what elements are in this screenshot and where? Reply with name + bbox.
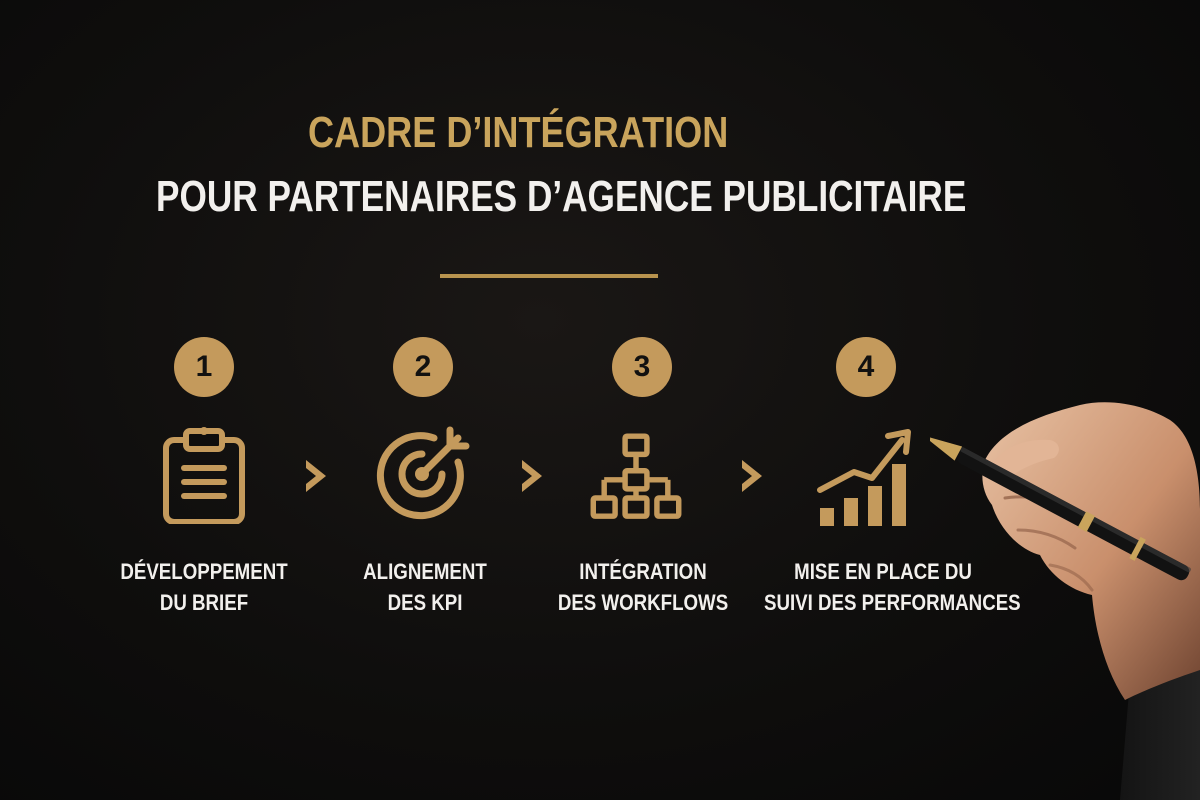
step-3-label-line-2: DES WORKFLOWS xyxy=(557,590,729,615)
step-4-label-line-1: MISE EN PLACE DU xyxy=(794,559,972,584)
step-3-label: INTÉGRATION DES WORKFLOWS xyxy=(503,556,783,618)
workflow-hierarchy-icon xyxy=(586,428,686,528)
title-line-1: CADRE D’INTÉGRATION xyxy=(308,108,729,157)
step-2-label-line-1: ALIGNEMENT xyxy=(363,559,487,584)
step-2-label: ALIGNEMENT DES KPI xyxy=(285,556,565,618)
chevron-right-icon xyxy=(518,456,548,496)
step-3-number-badge: 3 xyxy=(612,337,672,397)
step-1-number-badge: 1 xyxy=(174,337,234,397)
title-line-2: POUR PARTENAIRES D’AGENCE PUBLICITAIRE xyxy=(156,172,967,221)
step-1-label: DÉVELOPPEMENT DU BRIEF xyxy=(64,556,344,618)
step-4-label: MISE EN PLACE DU SUIVI DES PERFORMANCES xyxy=(743,556,1023,618)
clipboard-icon xyxy=(154,424,254,524)
step-4-number-badge: 4 xyxy=(836,337,896,397)
target-icon xyxy=(372,424,472,524)
chevron-right-icon xyxy=(738,456,768,496)
step-1-label-line-2: DU BRIEF xyxy=(159,590,249,615)
hand-with-pen-illustration xyxy=(930,380,1200,800)
step-2-label-line-2: DES KPI xyxy=(387,590,463,615)
step-3-label-line-1: INTÉGRATION xyxy=(579,559,707,584)
title-divider xyxy=(440,274,658,278)
step-4-label-line-2: SUIVI DES PERFORMANCES xyxy=(764,590,1021,615)
step-1-label-line-1: DÉVELOPPEMENT xyxy=(120,559,288,584)
growth-chart-icon xyxy=(816,428,916,528)
chevron-right-icon xyxy=(302,456,332,496)
step-2-number-badge: 2 xyxy=(393,337,453,397)
